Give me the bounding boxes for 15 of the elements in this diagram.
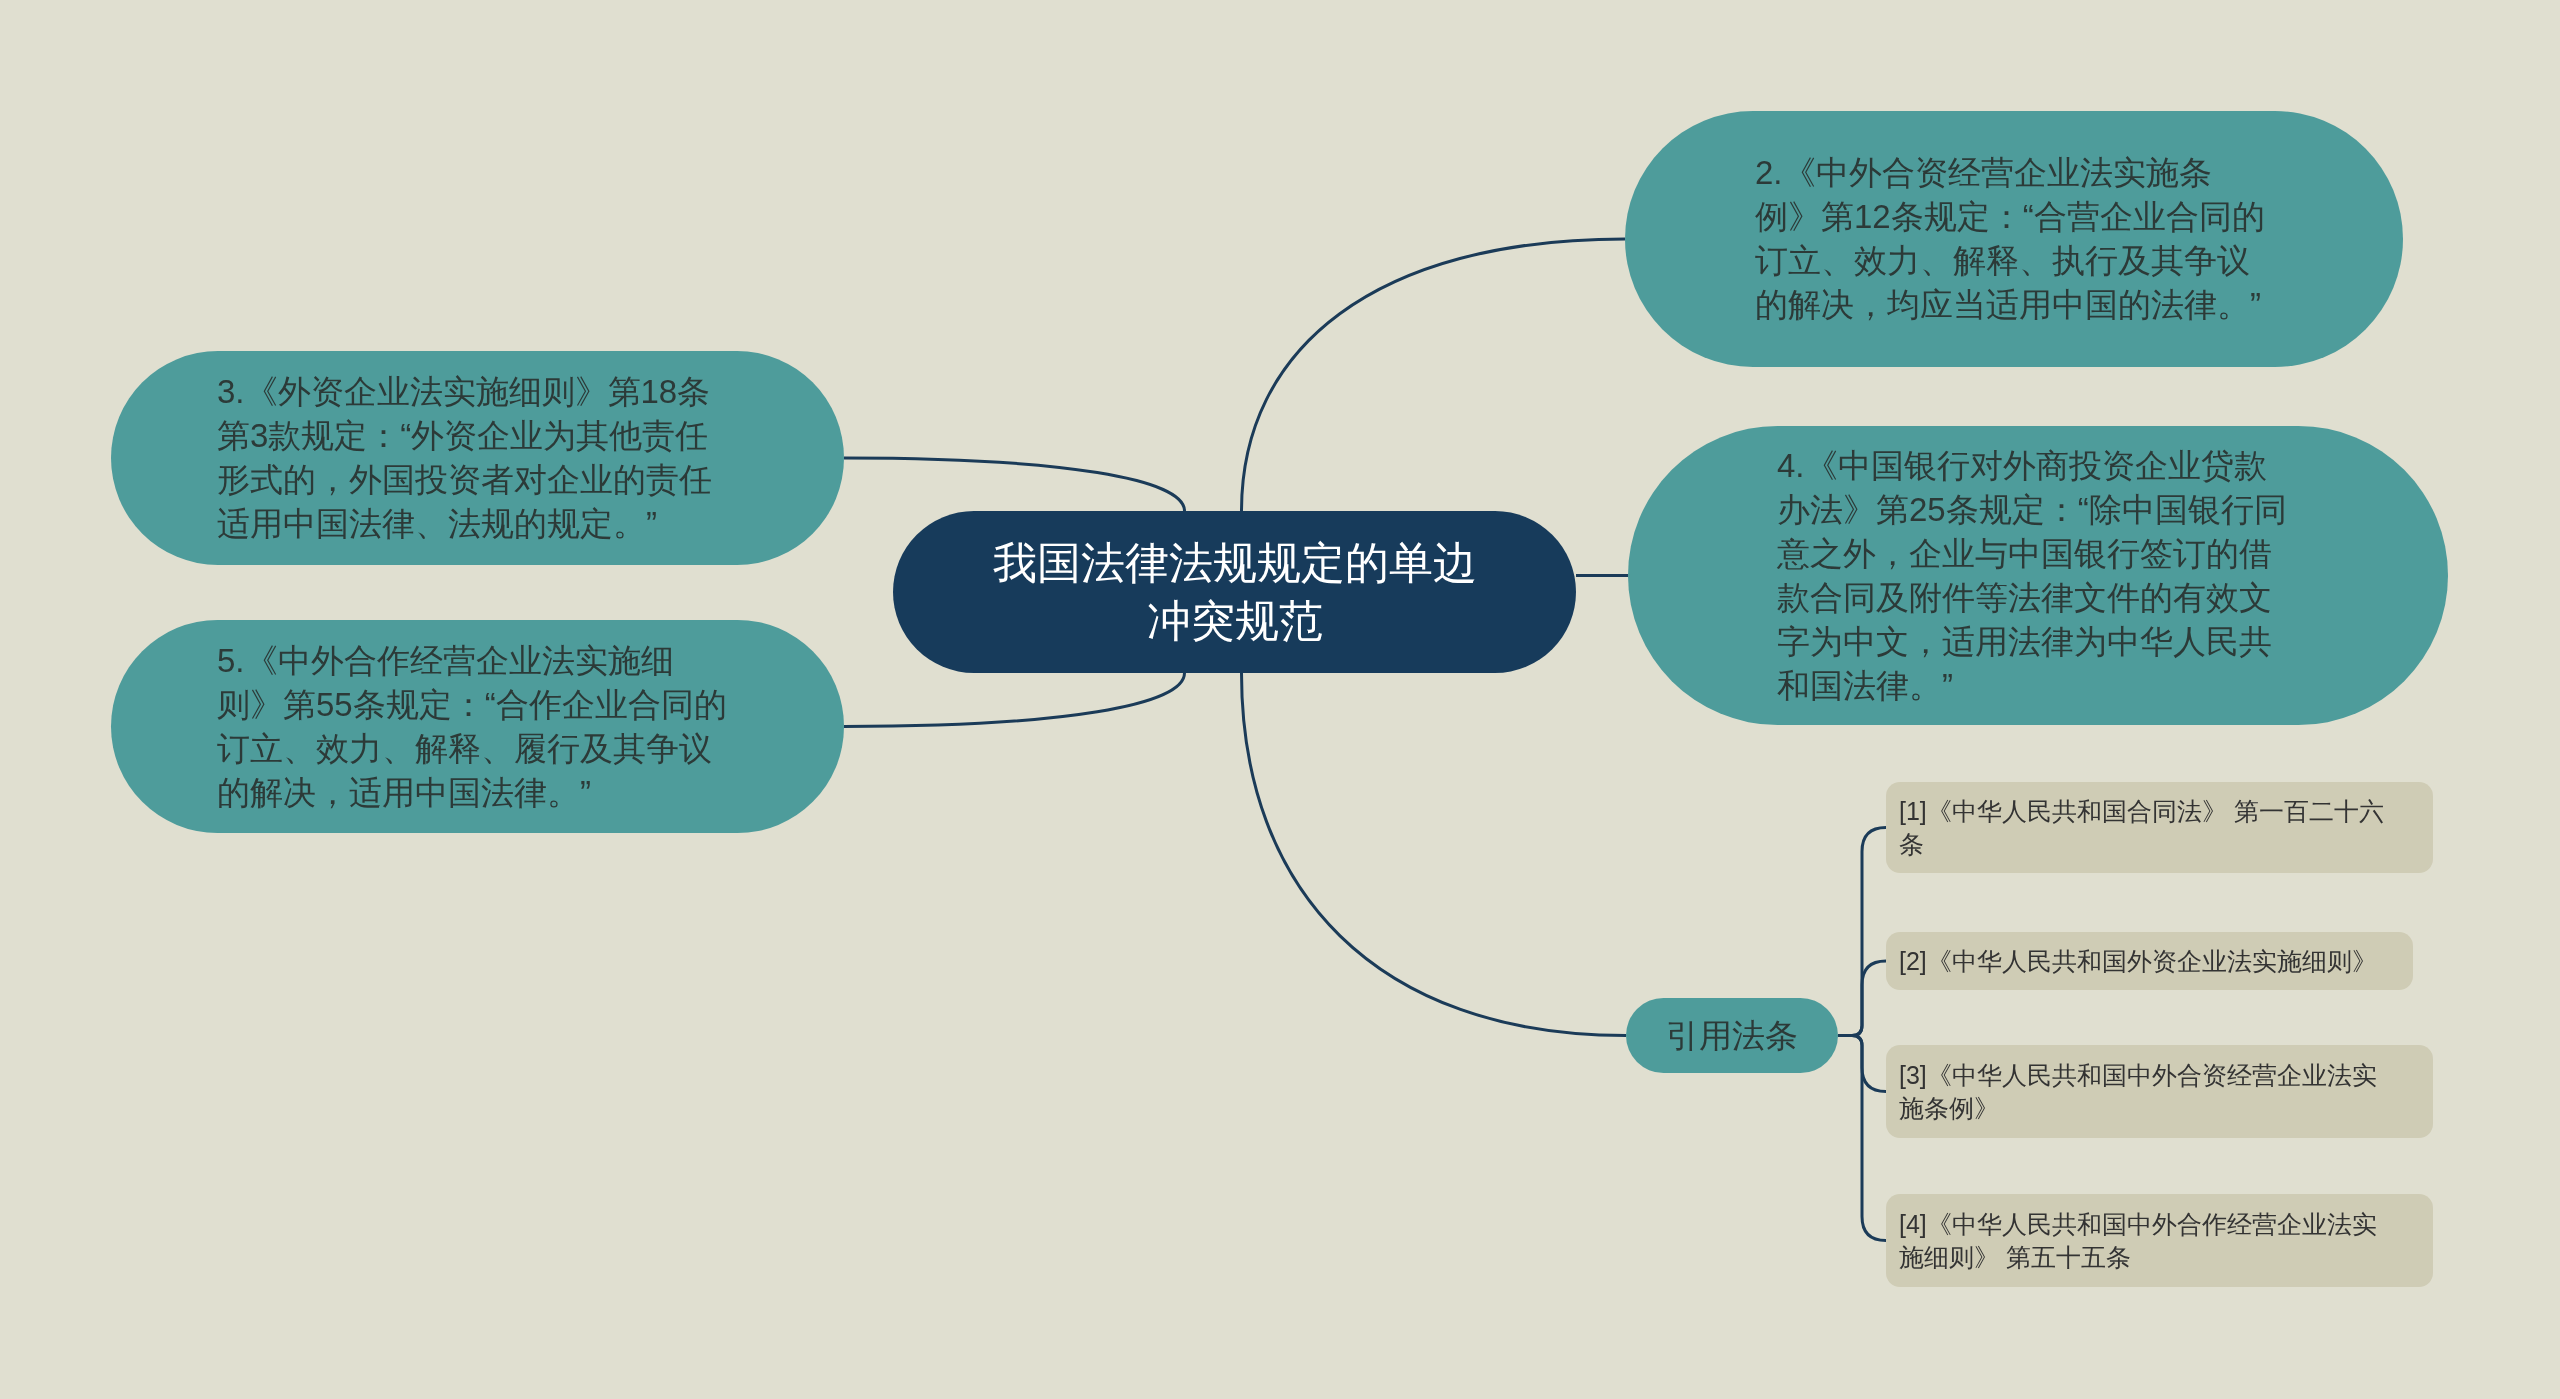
connector-line [1240,237,1626,512]
connector-line [1240,672,1627,1037]
reference-box: [1]《中华人民共和国合同法》 第一百二十六条 [1886,782,2433,873]
topic-pill: 4.《中国银行对外商投资企业贷款办法》第25条规定：“除中国银行同意之外，企业与中国银行签订的借款合同及附件等法律文件的有效文字为中文，适用法律为中华人民共和国法律。” [1628,426,2448,725]
topic-pill: 引用法条 [1626,998,1838,1073]
central-topic-pill: 我国法律法规规定的单边冲突规范 [893,511,1576,673]
topic-pill: 3.《外资企业法实施细则》第18条第3款规定：“外资企业为其他责任形式的，外国投资者对企业的责任适用中国法律、法规的规定。” [111,351,844,565]
topic-pill: 2.《中外合资经营企业法实施条例》第12条规定：“合营企业合同的订立、效力、解释、执行及其争议的解决，均应当适用中国的法律。” [1625,111,2403,367]
connector-line [844,672,1186,728]
topic-pill: 5.《中外合作经营企业法实施细则》第55条规定：“合作企业合同的订立、效力、解释、履行及其争议的解决，适用中国法律。” [111,620,844,833]
connector-line [1576,574,1628,577]
reference-box: [2]《中华人民共和国外资企业法实施细则》 [1886,932,2413,990]
reference-box: [3]《中华人民共和国中外合资经营企业法实施条例》 [1886,1045,2433,1138]
reference-box: [4]《中华人民共和国中外合作经营企业法实施细则》 第五十五条 [1886,1194,2433,1287]
connector-line [844,456,1186,512]
